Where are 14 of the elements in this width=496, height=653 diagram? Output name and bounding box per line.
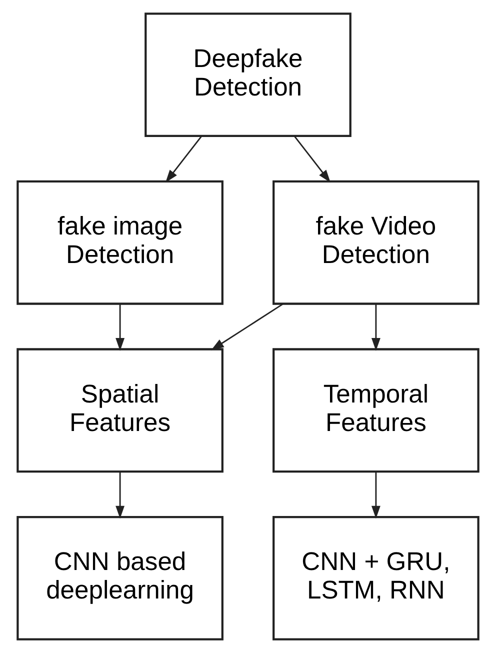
node-box: CNN + GRU, LSTM, RNN — [272, 516, 480, 640]
arrow — [294, 136, 331, 183]
arrow — [211, 303, 284, 350]
node-box: Spatial Features — [16, 348, 224, 473]
arrow — [116, 472, 125, 519]
arrow — [165, 136, 202, 183]
arrow — [116, 304, 125, 351]
node-box: fake Video Detection — [272, 180, 480, 305]
arrow — [371, 472, 380, 519]
arrow — [371, 304, 380, 351]
node-box: Deepfake Detection — [144, 12, 352, 138]
node-box: Temporal Features — [272, 348, 480, 473]
node-box: fake image Detection — [16, 180, 224, 305]
node-box: CNN based deeplearning — [16, 516, 224, 640]
